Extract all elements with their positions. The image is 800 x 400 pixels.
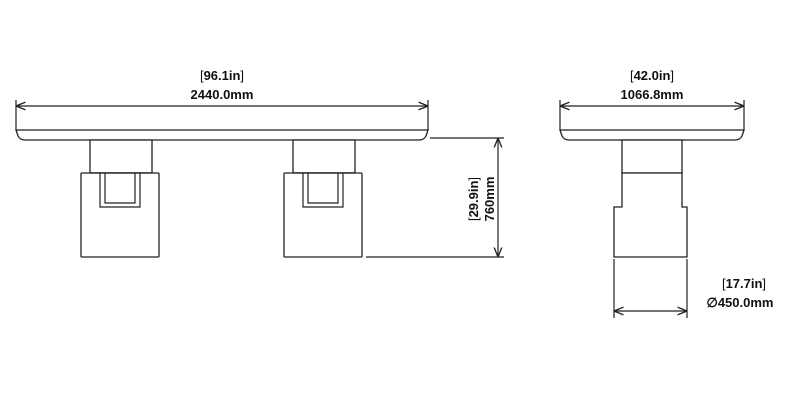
front-table-top — [15, 129, 429, 141]
width-imperial-label: [42.0in] — [630, 68, 674, 83]
base-diameter-imperial-label: [17.7in] — [722, 276, 766, 291]
side-view: [42.0in] 1066.8mm [17.7in] ∅450.0mm — [559, 68, 774, 318]
side-pedestal-column — [621, 139, 683, 174]
length-imperial-label: [96.1in] — [200, 68, 244, 83]
front-view: [96.1in] 2440.0mm [29.9in] 760mm — [15, 68, 504, 258]
base-diameter-metric-label: ∅450.0mm — [707, 295, 774, 310]
length-dimension: [96.1in] 2440.0mm — [15, 68, 429, 130]
side-table-top — [559, 129, 745, 141]
front-left-pedestal — [80, 139, 160, 258]
side-pedestal-base — [613, 172, 688, 258]
front-right-pedestal — [283, 139, 363, 258]
height-dimension: [29.9in] 760mm — [366, 137, 504, 258]
width-metric-label: 1066.8mm — [621, 87, 684, 102]
base-diameter-dimension: [17.7in] ∅450.0mm — [613, 259, 774, 318]
height-metric-label: 760mm — [482, 177, 497, 222]
length-metric-label: 2440.0mm — [191, 87, 254, 102]
width-dimension: [42.0in] 1066.8mm — [559, 68, 745, 130]
diameter-symbol-icon: ∅ — [707, 295, 718, 310]
height-imperial-label: [29.9in] — [466, 177, 481, 221]
